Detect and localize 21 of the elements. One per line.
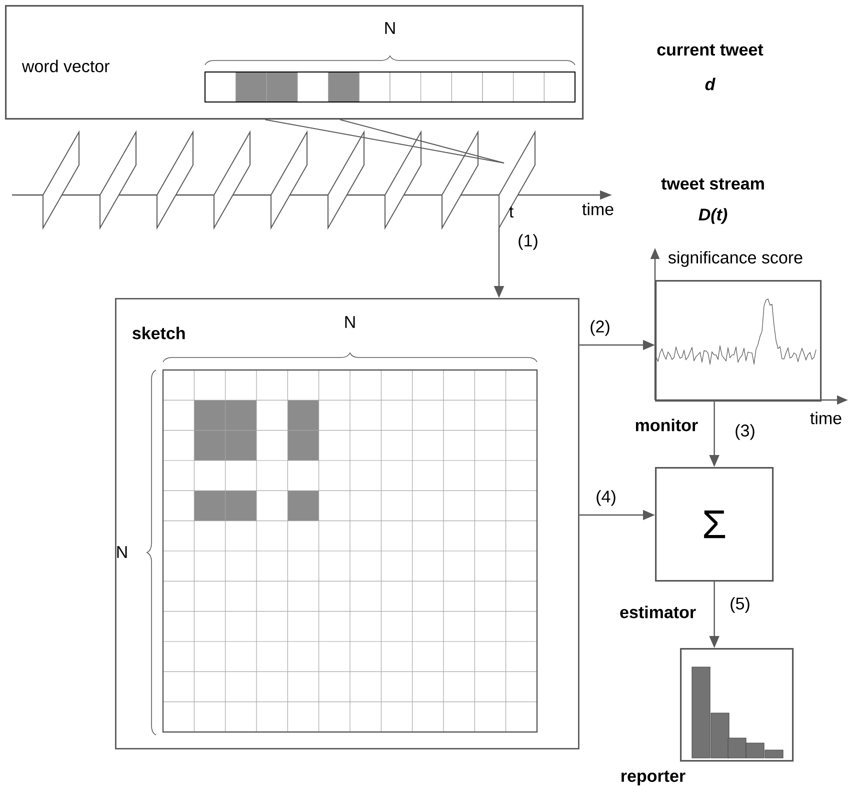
node-label: estimator [620, 606, 696, 618]
node-label: reporter [622, 770, 686, 786]
brace-label: N [345, 316, 355, 328]
edge-label: (1) [516, 233, 540, 251]
axis-label: time [582, 202, 614, 216]
edge-label: (5) [728, 596, 752, 614]
leader-line [340, 119, 504, 164]
caption-text: current tweet [657, 44, 764, 56]
brace-label: N [117, 546, 127, 558]
edge-label: (3) [734, 423, 756, 441]
brace-label: N [385, 22, 395, 34]
time-label: t [509, 206, 514, 218]
node-label: monitor [636, 418, 698, 432]
leader-line [264, 119, 504, 164]
stream-label: D(t) [698, 208, 728, 224]
reporter-box: reporter [622, 648, 794, 786]
stream-label: tweet stream [661, 178, 764, 190]
axis-label: time [810, 412, 842, 424]
edge-label: (2) [588, 319, 612, 337]
edge-label: (4) [594, 489, 618, 507]
caption-text: d [705, 78, 716, 90]
